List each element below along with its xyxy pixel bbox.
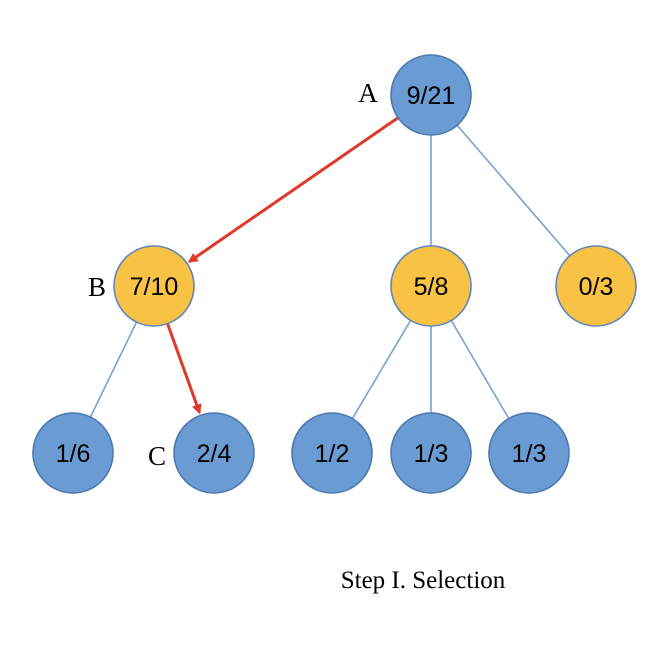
node-M2: 1/3: [390, 412, 472, 494]
edges-layer: [89, 116, 571, 419]
node-circle: [173, 412, 255, 494]
node-letter-label: A: [358, 78, 378, 108]
selected-edge-B-C: [166, 323, 202, 415]
caption: Step I. Selection: [341, 567, 506, 594]
node-circle: [390, 412, 472, 494]
node-circle: [291, 412, 373, 494]
node-R: 0/3: [555, 245, 637, 327]
node-value: 1/6: [56, 440, 91, 468]
node-value: 1/3: [414, 440, 449, 468]
edge-M-M1: [351, 320, 412, 419]
node-M: 5/8: [390, 245, 472, 327]
node-L1: 1/6: [32, 412, 114, 494]
node-M3: 1/3: [488, 412, 570, 494]
node-C: 2/4 C: [148, 412, 255, 494]
edge-M-M3: [450, 320, 510, 419]
node-value: 0/3: [579, 273, 614, 301]
node-circle: [32, 412, 114, 494]
node-B: 7/10 B: [88, 245, 195, 327]
node-circle: [488, 412, 570, 494]
selected-edge-A-B: [187, 116, 399, 263]
node-letter-label: C: [148, 441, 166, 471]
node-circle: [390, 245, 472, 327]
node-circle: [390, 54, 472, 136]
edge-A-R: [456, 124, 571, 257]
node-A: 9/21 A: [358, 54, 472, 136]
node-value: 9/21: [407, 82, 456, 110]
nodes-layer: 9/21 A 7/10 B 5/8 0/3 1/6 2/4 C 1/2 1/3 1/3: [32, 54, 637, 494]
node-value: 5/8: [414, 273, 449, 301]
node-circle: [113, 245, 195, 327]
node-letter-label: B: [88, 272, 106, 302]
node-value: 7/10: [130, 273, 179, 301]
node-circle: [555, 245, 637, 327]
node-value: 2/4: [197, 440, 232, 468]
node-M1: 1/2: [291, 412, 373, 494]
node-value: 1/3: [512, 440, 547, 468]
edge-B-L1: [89, 321, 138, 418]
node-value: 1/2: [315, 440, 350, 468]
